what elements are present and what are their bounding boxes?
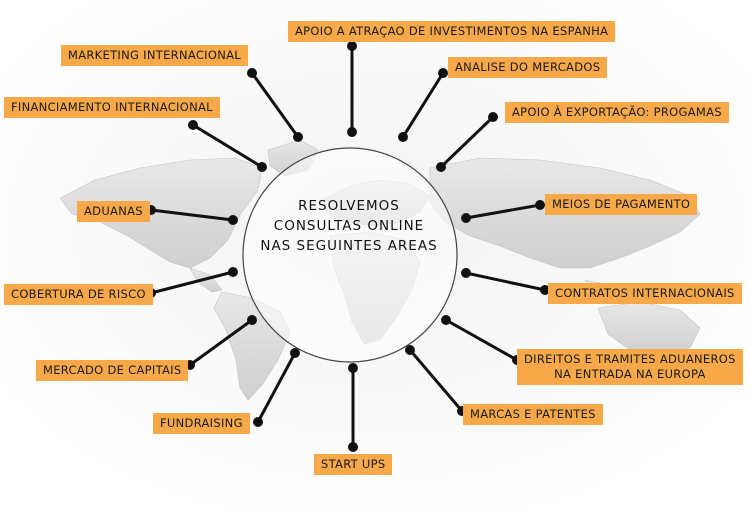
center-circle bbox=[242, 147, 458, 363]
label-fundraising: FUNDRAISING bbox=[153, 413, 250, 434]
label-cobertura-risco: COBERTURA DE RISCO bbox=[4, 284, 153, 305]
label-mercado-capitais: MERCADO DE CAPITAIS bbox=[36, 360, 189, 381]
continent-australia bbox=[597, 301, 701, 357]
connector-analise bbox=[398, 68, 448, 142]
label-start-ups: START UPS bbox=[314, 454, 393, 475]
label-direitos-line-2: NA ENTRADA NA EUROPA bbox=[554, 367, 706, 381]
label-financiamento: FINANCIAMENTO INTERNACIONAL bbox=[4, 97, 220, 118]
label-marketing: MARKETING INTERNACIONAL bbox=[61, 45, 248, 66]
connector-apoio-exportacao bbox=[436, 112, 498, 172]
connector-meios-pagamento bbox=[461, 200, 545, 223]
label-meios-pagamento: MEIOS DE PAGAMENTO bbox=[545, 194, 698, 215]
connector-start-ups bbox=[348, 363, 358, 452]
connector-aduanas bbox=[146, 205, 238, 225]
connector-apoio-atracao bbox=[347, 41, 357, 137]
center-line-2: CONSULTAS ONLINE bbox=[273, 218, 425, 234]
connectors bbox=[146, 41, 550, 452]
center-line-1: RESOLVEMOS bbox=[298, 198, 400, 214]
label-marcas: MARCAS E PATENTES bbox=[463, 404, 603, 425]
center-line-3: NAS SEGUINTES AREAS bbox=[260, 238, 438, 254]
label-contratos: CONTRATOS INTERNACIONAIS bbox=[548, 283, 742, 304]
label-analise: ANALISE DO MERCADOS bbox=[448, 57, 608, 78]
label-direitos-line-1: DIREITOS E TRAMITES ADUANEROS bbox=[524, 352, 736, 366]
connector-fundraising bbox=[253, 348, 300, 427]
label-direitos: DIREITOS E TRAMITES ADUANEROS NA ENTRADA… bbox=[517, 349, 743, 385]
continent-north-america bbox=[59, 157, 263, 269]
label-apoio-atracao: APOIO A ATRAÇAO DE INVESTIMENTOS NA ESPA… bbox=[288, 21, 616, 42]
connector-financiamento bbox=[188, 120, 267, 172]
connector-marketing bbox=[247, 68, 303, 142]
center-title: RESOLVEMOS CONSULTAS ONLINE NAS SEGUINTE… bbox=[244, 196, 454, 256]
label-apoio-exportacao: APOIO À EXPORTAÇÃO: PROGAMAS bbox=[505, 102, 729, 123]
label-aduanas: ADUANAS bbox=[77, 201, 150, 222]
